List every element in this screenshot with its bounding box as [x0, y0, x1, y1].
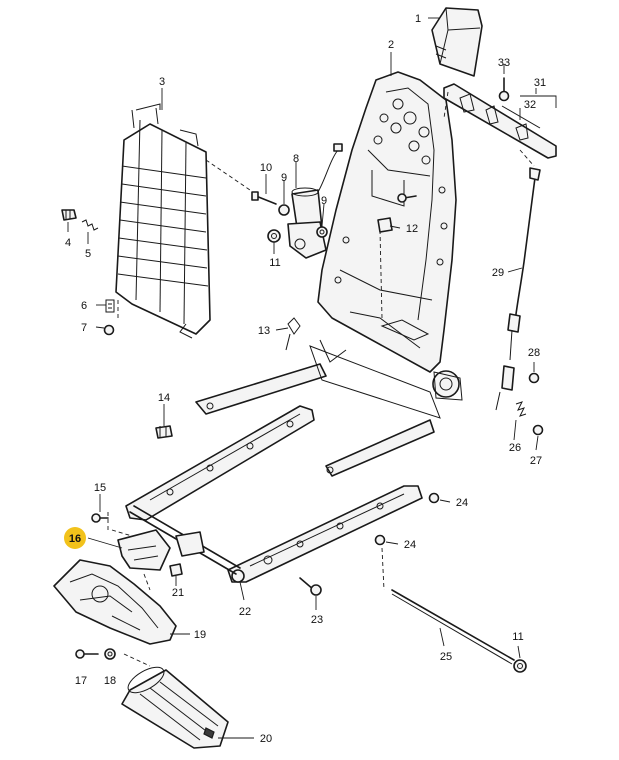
callout-labels: 1 2 3 4 5 6 7 8 9 9 10 11 11 12 13 14 15…: [65, 13, 546, 745]
callout-14[interactable]: 14: [158, 392, 170, 404]
part-washer-9b[interactable]: [316, 226, 328, 238]
part-seat-side-rail-right[interactable]: [227, 485, 423, 583]
callout-24a[interactable]: 24: [456, 497, 468, 509]
callout-9b[interactable]: 9: [321, 195, 327, 207]
callout-11b[interactable]: 11: [512, 631, 523, 643]
callout-20[interactable]: 20: [260, 733, 272, 745]
part-bolt-24a[interactable]: [428, 492, 440, 504]
part-bolt-10[interactable]: [251, 191, 277, 205]
part-cap-27[interactable]: [532, 424, 544, 436]
callout-10[interactable]: 10: [260, 162, 272, 174]
callout-25[interactable]: 25: [440, 651, 452, 663]
part-bolt-top[interactable]: [397, 193, 417, 203]
callout-7[interactable]: 7: [81, 322, 87, 334]
part-cable-clip[interactable]: [285, 317, 301, 351]
callout-15[interactable]: 15: [94, 482, 106, 494]
callout-4[interactable]: 4: [65, 237, 71, 249]
part-bracket-16[interactable]: [117, 529, 205, 571]
part-spring-26[interactable]: [515, 401, 527, 417]
part-washer-9a[interactable]: [278, 204, 290, 216]
part-spring-clip[interactable]: [105, 299, 115, 313]
part-bolt-17[interactable]: [75, 649, 99, 659]
callout-26[interactable]: 26: [509, 442, 521, 454]
callout-29[interactable]: 29: [492, 267, 504, 279]
part-rear-cross-member[interactable]: [195, 363, 435, 477]
callout-33[interactable]: 33: [498, 57, 510, 69]
part-release-cable[interactable]: [495, 167, 541, 411]
callout-24b[interactable]: 24: [404, 539, 416, 551]
part-nut-21[interactable]: [169, 563, 183, 577]
callout-27[interactable]: 27: [530, 455, 542, 467]
callout-32[interactable]: 32: [524, 99, 536, 111]
callout-11a[interactable]: 11: [269, 257, 280, 269]
part-headrest-guide[interactable]: [431, 7, 483, 77]
part-screw-15[interactable]: [91, 513, 109, 523]
callout-8[interactable]: 8: [293, 153, 299, 165]
part-motor-cylinder[interactable]: [121, 662, 229, 749]
callout-17[interactable]: 17: [75, 675, 87, 687]
part-clip-12[interactable]: [377, 217, 393, 233]
callout-16[interactable]: 16: [69, 533, 81, 545]
callout-18[interactable]: 18: [104, 675, 116, 687]
callout-31[interactable]: 31: [534, 77, 546, 89]
callout-6[interactable]: 6: [81, 300, 87, 312]
callout-12[interactable]: 12: [406, 223, 418, 235]
part-headrest-latch-bar[interactable]: [443, 83, 557, 159]
part-cap-28[interactable]: [528, 372, 540, 384]
part-bolt-23[interactable]: [299, 577, 322, 596]
part-clip-14[interactable]: [155, 425, 173, 439]
part-washer-18[interactable]: [104, 648, 116, 660]
callout-13[interactable]: 13: [258, 325, 270, 337]
callout-5[interactable]: 5: [85, 248, 91, 260]
part-nut[interactable]: [103, 324, 115, 336]
part-backrest-frame[interactable]: [317, 71, 463, 401]
callout-2[interactable]: 2: [388, 39, 394, 51]
callout-1[interactable]: 1: [415, 13, 421, 25]
part-backrest-spring-mat[interactable]: [115, 103, 211, 339]
part-clip[interactable]: [61, 209, 77, 221]
callout-21[interactable]: 21: [172, 587, 184, 599]
part-nut-11a[interactable]: [267, 229, 281, 243]
assembly-guide-lines: [107, 91, 535, 667]
part-screw-33[interactable]: [498, 77, 510, 102]
part-seat-side-rail-left[interactable]: [125, 405, 315, 521]
callout-19[interactable]: 19: [194, 629, 206, 641]
callout-28[interactable]: 28: [528, 347, 540, 359]
part-spring[interactable]: [81, 219, 99, 231]
leader-lines: [67, 17, 557, 739]
callout-23[interactable]: 23: [311, 614, 323, 626]
callout-22[interactable]: 22: [239, 606, 251, 618]
callout-9a[interactable]: 9: [281, 172, 287, 184]
part-nut-11b[interactable]: [513, 659, 527, 673]
part-seat-pan-bracket[interactable]: [309, 339, 441, 419]
part-bolt-24b[interactable]: [374, 534, 386, 546]
part-long-rod[interactable]: [391, 589, 515, 665]
part-gearbox-housing[interactable]: [53, 559, 177, 645]
callout-16-highlight: [64, 527, 86, 549]
callout-3[interactable]: 3: [159, 76, 165, 88]
